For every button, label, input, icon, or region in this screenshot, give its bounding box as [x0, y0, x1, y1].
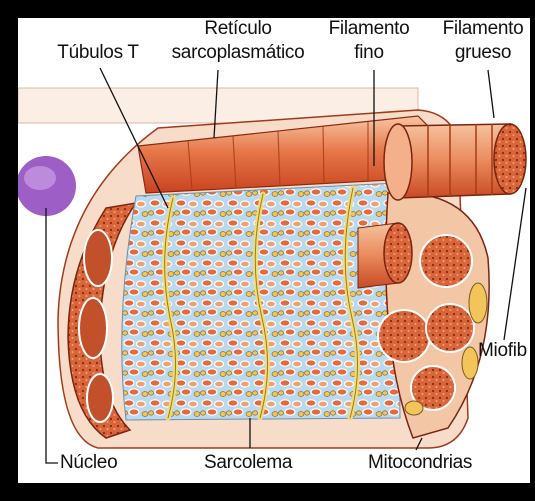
label-sarcolema: Sarcolema [204, 452, 292, 474]
label-mitocondrias: Mitocondrias [368, 452, 472, 474]
label-filamento-fino-line1: Filamento [314, 18, 424, 40]
label-reticulo-line2: sarcoplasmático [146, 42, 330, 64]
label-filamento-grueso-line2: grueso [428, 42, 530, 64]
label-nucleo: Núcleo [60, 452, 117, 474]
label-tubulos-t: Túbulos T [38, 42, 158, 64]
label-miofibrilla: Miofib [478, 340, 527, 362]
diagram-panel: Túbulos T Retículo sarcoplasmático Filam… [18, 18, 530, 483]
label-filamento-fino-line2: fino [314, 42, 424, 64]
muscle-fiber-illustration [18, 18, 530, 483]
label-filamento-grueso-line1: Filamento [428, 18, 530, 40]
label-reticulo-line1: Retículo [168, 18, 308, 40]
